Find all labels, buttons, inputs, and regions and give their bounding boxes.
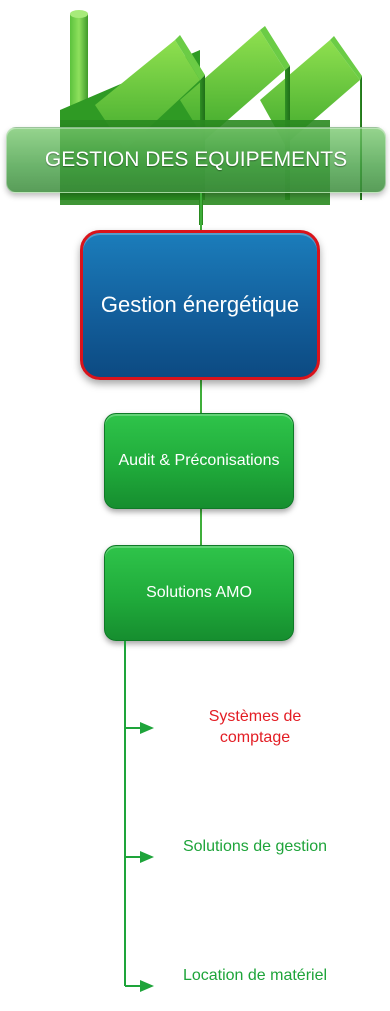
amo-solutions-label: Solutions AMO (146, 584, 252, 601)
arrow-right-icon (140, 980, 154, 992)
sub-item-equipment-rental[interactable]: Location de matériel (180, 965, 330, 986)
sub-item-label: Solutions de gestion (182, 838, 328, 855)
arrow-right-icon (140, 722, 154, 734)
sub-item-label: Location de matériel (182, 967, 328, 984)
header-banner: GESTION DES EQUIPEMENTS (6, 127, 386, 193)
connector-line (200, 380, 202, 413)
sub-item-label: Systèmes de comptage (208, 708, 302, 746)
energy-management-label: Gestion énergétique (100, 292, 300, 317)
connector-line (200, 193, 202, 230)
connector-line (200, 509, 202, 545)
audit-label: Audit & Préconisations (118, 452, 280, 469)
sub-item-metering-systems[interactable]: Systèmes de comptage (180, 706, 330, 748)
sub-item-management-solutions[interactable]: Solutions de gestion (180, 836, 330, 857)
audit-node[interactable]: Audit & Préconisations (104, 413, 294, 509)
energy-management-node[interactable]: Gestion énergétique (80, 230, 320, 380)
header-title: GESTION DES EQUIPEMENTS (44, 148, 348, 171)
arrow-right-icon (140, 851, 154, 863)
amo-solutions-node[interactable]: Solutions AMO (104, 545, 294, 641)
